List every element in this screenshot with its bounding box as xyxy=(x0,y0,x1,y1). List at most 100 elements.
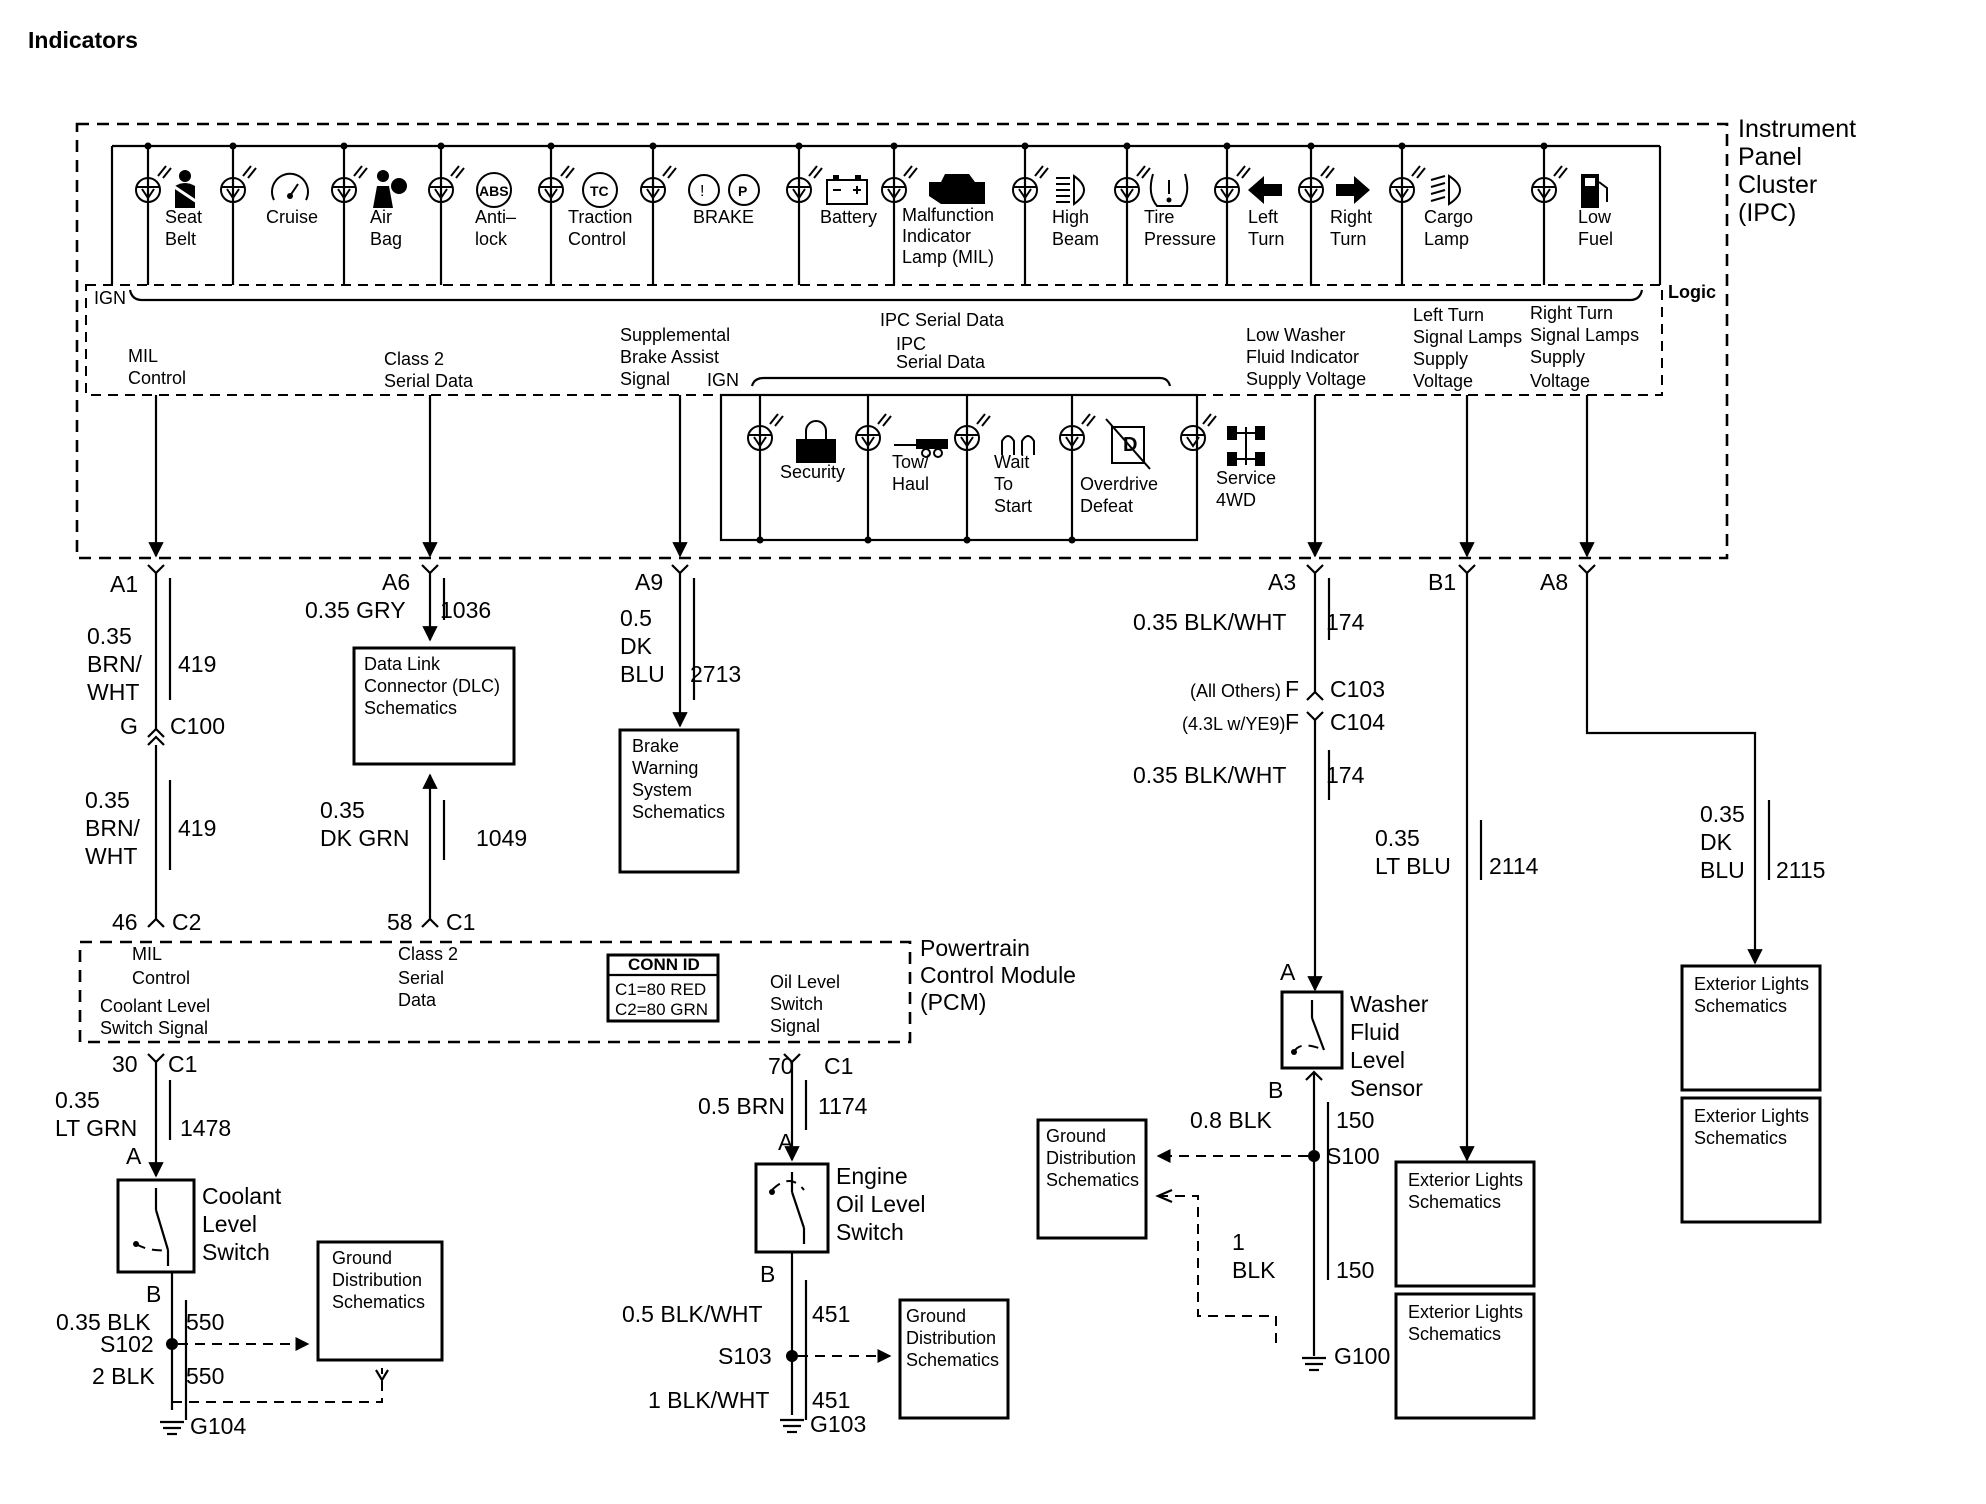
indicator-bulb-icon xyxy=(1214,165,1251,203)
svg-text:F: F xyxy=(1285,709,1299,735)
svg-text:0.35: 0.35 xyxy=(85,787,130,813)
dlc-schematics-box[interactable]: Data Link Connector (DLC) Schematics xyxy=(352,646,516,766)
svg-text:1478: 1478 xyxy=(180,1115,231,1141)
svg-text:C103: C103 xyxy=(1330,676,1385,702)
lamp-label: Service xyxy=(1216,468,1276,488)
svg-text:G104: G104 xyxy=(190,1413,246,1439)
svg-text:Signal Lamps: Signal Lamps xyxy=(1530,325,1639,345)
indicator-bulb-icon xyxy=(331,165,368,203)
seat-belt-icon xyxy=(172,170,198,208)
exterior-lights-box-2[interactable]: Exterior Lights Schematics xyxy=(1394,1292,1536,1420)
svg-text:C1: C1 xyxy=(446,909,475,935)
lamp-label: Battery xyxy=(820,207,877,227)
lamp-drops xyxy=(144,142,1548,285)
ipc-signal-labels: MIL Control Class 2 Serial Data Suppleme… xyxy=(128,303,1639,391)
svg-text:BLU: BLU xyxy=(620,661,665,687)
svg-text:Switch: Switch xyxy=(836,1219,904,1245)
ground-distribution-box-3[interactable]: Ground Distribution Schematics xyxy=(1036,1118,1148,1240)
svg-text:Serial Data: Serial Data xyxy=(384,371,474,391)
svg-text:Control: Control xyxy=(132,968,190,988)
svg-text:C2: C2 xyxy=(172,909,201,935)
lamp-label: Beam xyxy=(1052,229,1099,249)
indicator-bulb-icon xyxy=(640,165,677,203)
brake-circuit: 0.5 DK BLU 2713 xyxy=(620,573,741,728)
svg-text:G100: G100 xyxy=(1334,1343,1390,1369)
indicator-bulb-icon xyxy=(954,413,991,451)
svg-text:LT BLU: LT BLU xyxy=(1375,853,1451,879)
svg-text:Ground: Ground xyxy=(332,1248,392,1268)
svg-text:2713: 2713 xyxy=(690,661,741,687)
svg-text:DK: DK xyxy=(1700,829,1733,855)
svg-text:58: 58 xyxy=(387,909,413,935)
conn-id-box: CONN ID C1=80 RED C2=80 GRN xyxy=(606,953,720,1023)
cargo-lamp-icon xyxy=(1430,174,1461,206)
svg-text:1049: 1049 xyxy=(476,825,527,851)
pcm-name: Powertrain Control Module (PCM) xyxy=(920,935,1076,1015)
svg-text:Instrument: Instrument xyxy=(1738,115,1856,143)
svg-text:B: B xyxy=(146,1281,161,1307)
svg-text:C2=80 GRN: C2=80 GRN xyxy=(615,1000,708,1019)
lock-icon xyxy=(796,420,836,463)
svg-text:BRN/: BRN/ xyxy=(87,651,143,677)
svg-text:Warning: Warning xyxy=(632,758,698,778)
svg-text:System: System xyxy=(632,780,692,800)
air-bag-icon xyxy=(373,170,407,208)
svg-text:Engine: Engine xyxy=(836,1163,908,1189)
svg-text:Washer: Washer xyxy=(1350,991,1429,1017)
svg-text:550: 550 xyxy=(186,1309,224,1335)
brake-schematics-box[interactable]: Brake Warning System Schematics xyxy=(618,728,740,874)
svg-text:Class 2: Class 2 xyxy=(384,349,444,369)
lamp-label: Fuel xyxy=(1578,229,1613,249)
svg-text:Fluid Indicator: Fluid Indicator xyxy=(1246,347,1359,367)
svg-text:LT GRN: LT GRN xyxy=(55,1115,137,1141)
serial-lamp-icons: D xyxy=(747,413,1265,470)
indicator-bulb-icon xyxy=(428,165,465,203)
svg-text:(4.3L w/YE9): (4.3L w/YE9) xyxy=(1182,714,1285,734)
exterior-lights-box-4[interactable]: Exterior Lights Schematics xyxy=(1680,1096,1822,1224)
svg-text:Powertrain: Powertrain xyxy=(920,935,1030,961)
high-beam-icon xyxy=(1056,174,1085,206)
svg-text:DK: DK xyxy=(620,633,653,659)
svg-text:Voltage: Voltage xyxy=(1413,371,1473,391)
lamp-label: Air xyxy=(370,207,392,227)
svg-text:Serial Data: Serial Data xyxy=(896,352,986,372)
svg-text:0.35: 0.35 xyxy=(87,623,132,649)
svg-text:0.35 BLK/WHT: 0.35 BLK/WHT xyxy=(1133,609,1286,635)
lamp-label: Bag xyxy=(370,229,402,249)
svg-text:C1: C1 xyxy=(824,1053,853,1079)
lamp-label: Defeat xyxy=(1080,496,1133,516)
svg-text:WHT: WHT xyxy=(87,679,139,705)
lamp-label: Lamp (MIL) xyxy=(902,247,994,267)
ground-distribution-box-1[interactable]: Ground Distribution Schematics xyxy=(316,1240,444,1362)
lamp-label: Overdrive xyxy=(1080,474,1158,494)
svg-text:Distribution: Distribution xyxy=(332,1270,422,1290)
svg-text:WHT: WHT xyxy=(85,843,137,869)
washer-circuit: 0.35 BLK/WHT 174 (All Others) F C103 (4.… xyxy=(1133,573,1385,992)
exterior-lights-box-1[interactable]: Exterior Lights Schematics xyxy=(1394,1160,1536,1288)
svg-text:0.8 BLK: 0.8 BLK xyxy=(1190,1107,1272,1133)
svg-text:Schematics: Schematics xyxy=(1408,1324,1501,1344)
indicator-bulb-icon xyxy=(1012,165,1049,203)
svg-text:Brake: Brake xyxy=(632,736,679,756)
svg-text:0.35 GRY: 0.35 GRY xyxy=(305,597,406,623)
fuel-pump-icon xyxy=(1581,174,1608,208)
svg-text:(PCM): (PCM) xyxy=(920,989,986,1015)
right-arrow-icon xyxy=(1336,176,1370,204)
svg-text:Signal: Signal xyxy=(620,369,670,389)
exterior-lights-box-3[interactable]: Exterior Lights Schematics xyxy=(1680,964,1822,1092)
svg-text:Low Washer: Low Washer xyxy=(1246,325,1345,345)
lamp-label: Belt xyxy=(165,229,196,249)
ground-distribution-box-2[interactable]: Ground Distribution Schematics xyxy=(898,1298,1010,1420)
svg-text:0.35 BLK/WHT: 0.35 BLK/WHT xyxy=(1133,762,1286,788)
svg-text:Schematics: Schematics xyxy=(1694,996,1787,1016)
svg-text:C1=80 RED: C1=80 RED xyxy=(615,980,706,999)
svg-text:46: 46 xyxy=(112,909,138,935)
svg-text:Exterior Lights: Exterior Lights xyxy=(1408,1170,1523,1190)
indicator-bulb-icon xyxy=(1298,165,1335,203)
lamp-label: To xyxy=(994,474,1013,494)
svg-text:CONN ID: CONN ID xyxy=(628,955,700,974)
pcm-boundary xyxy=(78,940,912,1044)
